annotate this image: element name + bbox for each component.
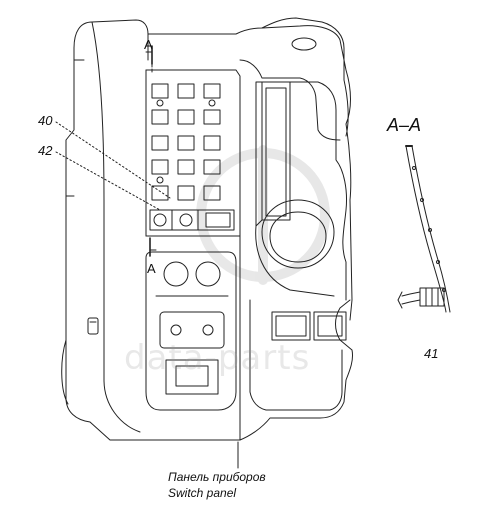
section-view-title: А–А <box>387 115 422 135</box>
inner-column-outline <box>239 59 341 141</box>
callout-42: 42 <box>38 143 53 158</box>
lower-right-housing <box>239 235 353 441</box>
caption-line-en: Switch panel <box>168 486 237 500</box>
caption-line-ru: Панель приборов <box>168 470 266 484</box>
section-view-profile <box>397 145 451 313</box>
recess-panel <box>265 87 287 217</box>
section-mark-bottom <box>149 237 157 257</box>
lower-switch-module <box>159 311 225 395</box>
callout-40: 40 <box>38 113 53 128</box>
section-mark-top-label: A <box>144 37 153 52</box>
side-fastener <box>87 317 99 335</box>
lower-right-buttons <box>271 311 347 341</box>
round-opening <box>255 199 335 297</box>
round-switch-pair <box>163 261 221 287</box>
left-housing-outline <box>65 21 241 441</box>
leader-42 <box>55 151 161 211</box>
leader-40 <box>55 121 171 199</box>
left-housing-step <box>61 59 85 405</box>
lower-right-contour <box>249 299 343 411</box>
right-column-body <box>289 81 347 301</box>
switch-block-frame <box>145 69 241 237</box>
section-mark-bottom-label: A <box>147 261 156 276</box>
watermark-text: data-parts <box>124 338 311 378</box>
section-mark-top <box>145 45 153 65</box>
upper-right-housing <box>147 25 353 321</box>
upper-right-grip <box>261 17 349 137</box>
watermark-logo <box>196 145 330 285</box>
upper-knob <box>291 37 317 51</box>
lower-console <box>145 251 237 411</box>
callout-41: 41 <box>424 346 439 361</box>
switch-grid <box>151 83 221 201</box>
indicator-strip <box>149 209 235 231</box>
